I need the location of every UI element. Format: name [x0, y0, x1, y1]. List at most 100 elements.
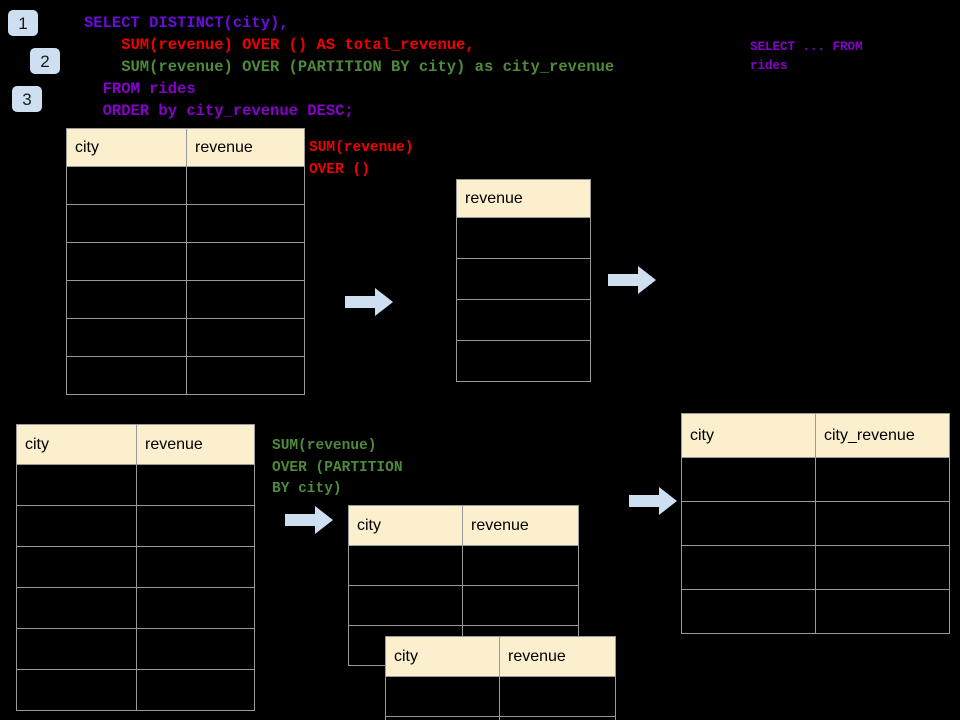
annotation-select-from-rides: SELECT ... FROM rides: [750, 40, 863, 73]
arrow-source-to-total: [345, 288, 393, 316]
table-row: [456, 258, 591, 300]
table-cell: [66, 242, 187, 281]
table-cell: [681, 545, 816, 590]
sql-line-2: SUM(revenue) OVER () AS total_revenue,: [84, 36, 475, 54]
table-cell: [186, 204, 305, 243]
table-cell: [385, 716, 500, 720]
step-badge-3: 3: [12, 86, 42, 112]
table-row: [16, 546, 255, 588]
table-row: [681, 589, 950, 634]
table-cell: [815, 457, 950, 502]
table-row: [66, 242, 305, 281]
table-row: [681, 457, 950, 502]
table-row: [348, 545, 579, 586]
table-cell: [136, 669, 255, 711]
table-row: [456, 340, 591, 382]
column-header-city: city: [66, 128, 187, 167]
table-cell: [456, 217, 591, 259]
table-cell: [186, 242, 305, 281]
table-cell: [136, 546, 255, 588]
column-header-city: city: [348, 505, 463, 546]
table-row: [681, 545, 950, 590]
table-cell: [136, 628, 255, 670]
table-row: [385, 716, 616, 720]
table-cell: [186, 318, 305, 357]
step-badge-1: 1: [8, 10, 38, 36]
table-cell: [348, 585, 463, 626]
table-cell: [16, 587, 137, 629]
table-row: [16, 505, 255, 547]
sql-line-1: SELECT DISTINCT(city),: [84, 14, 289, 32]
table-row: [348, 585, 579, 626]
column-header-city: city: [16, 424, 137, 465]
column-header-revenue: revenue: [456, 179, 591, 218]
table-row: [66, 166, 305, 205]
table-cell: [456, 258, 591, 300]
block-arrow-shape: [629, 487, 677, 515]
table-cell: [815, 545, 950, 590]
table-row: [385, 676, 616, 717]
column-header-revenue: revenue: [462, 505, 579, 546]
block-arrow-shape: [285, 506, 333, 534]
table-row: [66, 204, 305, 243]
table-cell: [462, 545, 579, 586]
table-cell: [136, 464, 255, 506]
table-cell: [186, 280, 305, 319]
table-row: [66, 356, 305, 395]
table-cell: [66, 204, 187, 243]
column-header-revenue: revenue: [499, 636, 616, 677]
block-arrow-shape: [345, 288, 393, 316]
table-row: [456, 217, 591, 259]
table-cell: [815, 501, 950, 546]
arrow-group-to-result: [629, 487, 677, 515]
table-cell: [456, 340, 591, 382]
column-header-revenue: revenue: [136, 424, 255, 465]
table-cell: [16, 628, 137, 670]
table-cell: [16, 464, 137, 506]
sql-line-3: SUM(revenue) OVER (PARTITION BY city) as…: [84, 58, 615, 76]
table-cell: [681, 457, 816, 502]
table-cell: [66, 318, 187, 357]
table-total-revenue: revenue: [456, 179, 591, 382]
table-cell: [385, 676, 500, 717]
table-cell: [499, 676, 616, 717]
column-header-city: city: [385, 636, 500, 677]
table-cell: [66, 166, 187, 205]
table-row: [16, 669, 255, 711]
step-badge-2: 2: [30, 48, 60, 74]
block-arrow-shape: [608, 266, 656, 294]
table-row: [16, 628, 255, 670]
table-row: [681, 501, 950, 546]
table-cell: [681, 589, 816, 634]
table-row: [16, 464, 255, 506]
table-cell: [136, 587, 255, 629]
sql-line-5: ORDER by city_revenue DESC;: [84, 102, 354, 120]
table-cell: [499, 716, 616, 720]
column-header-city_revenue: city_revenue: [815, 413, 950, 458]
table-cell: [815, 589, 950, 634]
sql-line-4: FROM rides: [84, 80, 196, 98]
table-row: [66, 280, 305, 319]
table-cell: [456, 299, 591, 341]
table-cell: [186, 356, 305, 395]
table-cell: [462, 585, 579, 626]
table-header-row: revenue: [456, 179, 591, 218]
table-cell: [16, 505, 137, 547]
table-cell: [186, 166, 305, 205]
annotation-sum-over-empty: SUM(revenue) OVER (): [309, 140, 414, 178]
table-row: [456, 299, 591, 341]
table-row: [66, 318, 305, 357]
table-cell: [348, 545, 463, 586]
table-row: [16, 587, 255, 629]
column-header-revenue: revenue: [186, 128, 305, 167]
table-cell: [136, 505, 255, 547]
table-cell: [16, 546, 137, 588]
